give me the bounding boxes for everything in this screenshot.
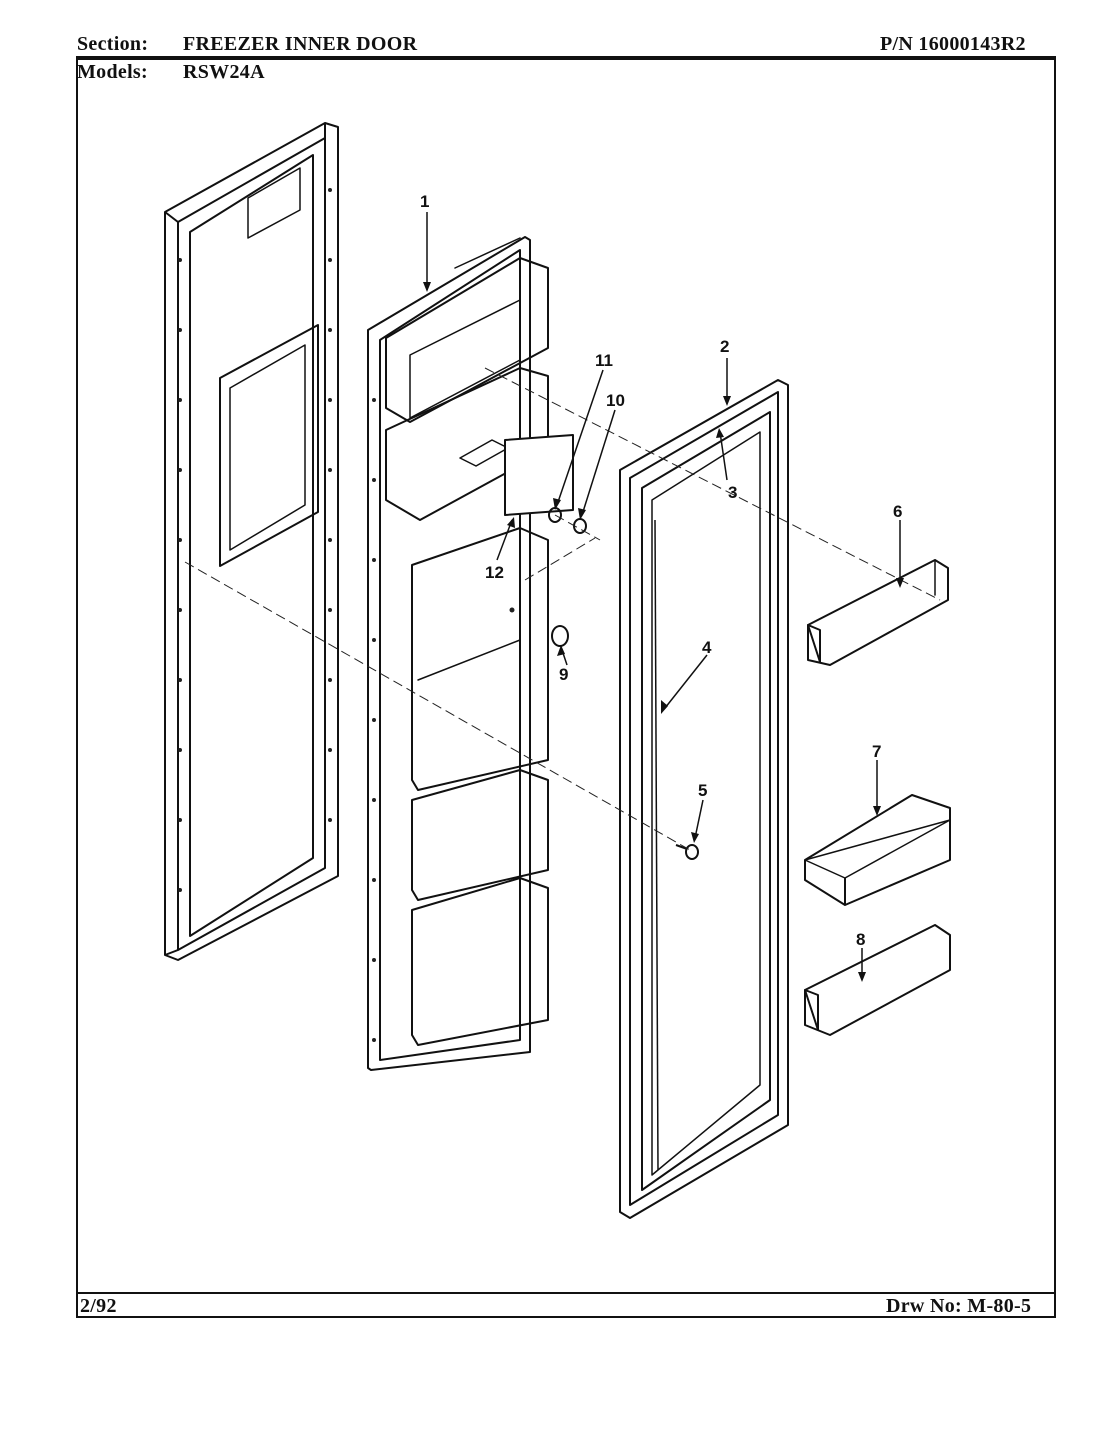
callout-1: 1	[420, 192, 429, 211]
section-label: Section:	[77, 33, 149, 55]
callout-3: 3	[728, 483, 737, 502]
part-9-plug	[551, 625, 569, 647]
outer-door-panel	[164, 122, 339, 961]
callout-8: 8	[856, 930, 865, 949]
callout-10: 10	[606, 391, 625, 410]
door-bin-8	[804, 924, 951, 1036]
callout-9: 9	[559, 665, 568, 684]
liner-mounting-holes	[372, 398, 515, 1042]
callout-numbers: 1 2 3 4 5 6 7 8 9 10 11 12	[420, 192, 902, 949]
models-value: RSW24A	[183, 61, 265, 83]
part-number: P/N 16000143R2	[880, 33, 1026, 55]
assembly-guide-lines	[184, 367, 941, 851]
drawing-date: 2/92	[80, 1295, 117, 1317]
section-title: FREEZER INNER DOOR	[183, 33, 418, 55]
callout-6: 6	[893, 502, 902, 521]
door-bin-7	[804, 794, 951, 906]
door-gasket	[619, 379, 789, 1219]
inner-door-liner	[367, 236, 574, 1071]
callout-4: 4	[702, 638, 712, 657]
callout-5: 5	[698, 781, 707, 800]
callout-7: 7	[872, 742, 881, 761]
header-rule	[76, 56, 1056, 58]
footer-rule	[76, 1292, 1056, 1294]
callout-11: 11	[595, 351, 613, 370]
drawing-number: Drw No: M-80-5	[886, 1295, 1032, 1317]
door-bin-6	[807, 559, 949, 666]
drawing-frame	[76, 58, 1056, 1318]
models-label: Models:	[77, 61, 148, 83]
callout-12: 12	[485, 563, 504, 582]
panel-mounting-holes	[178, 188, 332, 892]
callout-leaders	[423, 212, 904, 982]
callout-2: 2	[720, 337, 729, 356]
